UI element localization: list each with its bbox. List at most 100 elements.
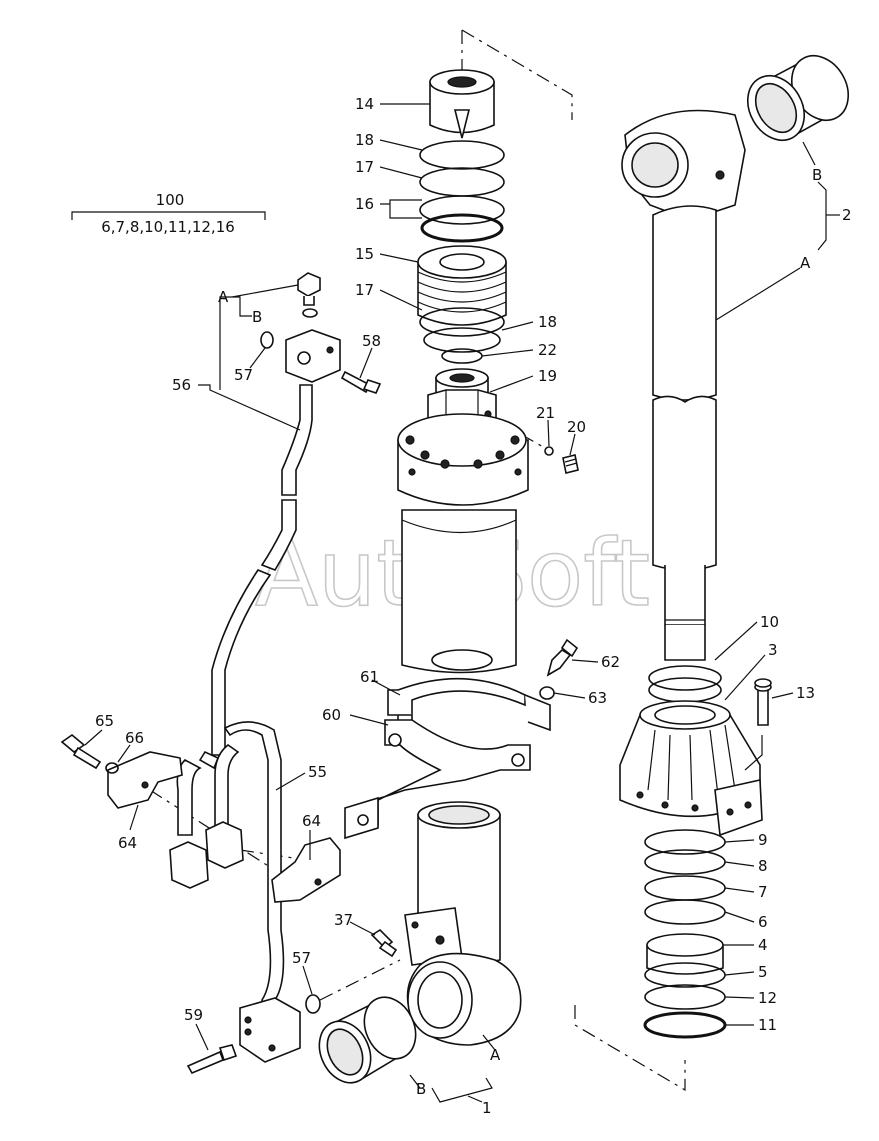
leader-56	[198, 384, 301, 431]
ring-6	[644, 899, 726, 925]
callout-11: 11	[758, 1016, 777, 1034]
callout-17-top: 17	[355, 158, 374, 176]
callout-57-bottom: 57	[292, 949, 311, 967]
part-59-bolt	[186, 1044, 238, 1075]
callout-B-right: B	[812, 166, 822, 184]
leader-1-bracket	[431, 1077, 493, 1103]
leader-B-right	[802, 141, 816, 166]
callout-B-bottom: B	[416, 1080, 426, 1098]
callout-37: 37	[334, 911, 353, 929]
callout-4: 4	[758, 936, 768, 954]
ring-11	[643, 1011, 727, 1039]
part-55-pipe	[169, 721, 301, 1063]
center-line-port	[319, 959, 401, 1001]
callout-18-top: 18	[355, 131, 374, 149]
ring-22	[441, 348, 483, 364]
callout-63: 63	[588, 689, 607, 707]
leader-16	[380, 199, 422, 219]
callout-8: 8	[758, 857, 768, 875]
kit-contents: 6,7,8,10,11,12,16	[101, 218, 235, 236]
leader-15	[379, 253, 419, 263]
leader-AB-top	[219, 284, 299, 390]
ring-7	[644, 875, 726, 901]
leader-21	[547, 419, 550, 447]
ring-17-top	[419, 167, 505, 197]
ring-16-b	[420, 213, 504, 243]
leader-7	[724, 887, 755, 893]
callout-61: 61	[360, 668, 379, 686]
leader-58	[359, 347, 373, 379]
center-line-clamp-left	[149, 789, 291, 881]
leader-5	[724, 971, 755, 976]
part-4-bushing	[646, 933, 724, 975]
leader-18a	[379, 139, 423, 151]
center-line-clamp	[239, 849, 341, 866]
leader-18b	[501, 321, 534, 331]
ring-18-top	[419, 140, 505, 170]
callout-1: 1	[482, 1099, 492, 1117]
part-13-bolt	[754, 678, 772, 726]
callout-21: 21	[536, 404, 555, 422]
leader-20	[569, 433, 576, 456]
callout-59: 59	[184, 1006, 203, 1024]
callout-66: 66	[125, 729, 144, 747]
leader-A-right	[715, 267, 801, 321]
part-63-washer	[539, 686, 555, 700]
part-58-bolt	[340, 370, 382, 394]
callout-55: 55	[308, 763, 327, 781]
callout-7: 7	[758, 883, 768, 901]
callout-62: 62	[601, 653, 620, 671]
callout-20: 20	[567, 418, 586, 436]
callout-19: 19	[538, 367, 557, 385]
callout-5: 5	[758, 963, 768, 981]
ring-10-a	[648, 665, 722, 691]
callout-58: 58	[362, 332, 381, 350]
callout-2: 2	[842, 206, 852, 224]
leader-63	[553, 692, 586, 699]
callout-65: 65	[95, 712, 114, 730]
part-pipe-plug-AB	[297, 272, 321, 318]
leader-61	[371, 679, 401, 696]
part-14-nut	[429, 69, 495, 139]
leader-37	[349, 921, 376, 936]
leader-10	[714, 621, 758, 661]
part-3-cylinder-head	[619, 700, 763, 837]
callout-12: 12	[758, 989, 777, 1007]
callout-9: 9	[758, 831, 768, 849]
leader-60	[349, 714, 389, 726]
callout-64-right: 64	[302, 812, 321, 830]
leader-13	[771, 692, 794, 699]
callout-56: 56	[172, 376, 191, 394]
callout-6: 6	[758, 913, 768, 931]
part-1-cylinder-tube	[404, 801, 522, 1046]
callout-57-top: 57	[234, 366, 253, 384]
ring-18-bottom	[423, 327, 501, 353]
center-line-bottom-bracket	[574, 1005, 686, 1092]
ring-16-a	[419, 195, 505, 225]
leader-8	[724, 861, 755, 867]
leader-57a	[249, 347, 266, 369]
part-21-ball	[544, 446, 554, 456]
ring-17-bottom	[419, 307, 505, 337]
callout-17-bottom: 17	[355, 281, 374, 299]
callout-10: 10	[760, 613, 779, 631]
leader-62	[571, 659, 599, 663]
leader-22	[481, 349, 534, 357]
part-66-washer	[105, 762, 119, 774]
callout-18-bottom: 18	[538, 313, 557, 331]
cylinder-head-tube	[397, 413, 529, 674]
part-60-bracket	[344, 719, 531, 840]
leader-55	[275, 772, 306, 791]
leader-3	[724, 654, 766, 701]
part-B-bushing-right	[746, 55, 850, 141]
part-65-bolt	[60, 733, 102, 770]
leader-19	[489, 375, 534, 393]
callout-A-top: A	[218, 288, 229, 306]
kit-bracket	[71, 211, 266, 220]
part-37-grease-fitting	[370, 928, 398, 958]
center-line-top-bracket	[461, 29, 573, 120]
ring-12	[644, 984, 726, 1010]
callout-15: 15	[355, 245, 374, 263]
